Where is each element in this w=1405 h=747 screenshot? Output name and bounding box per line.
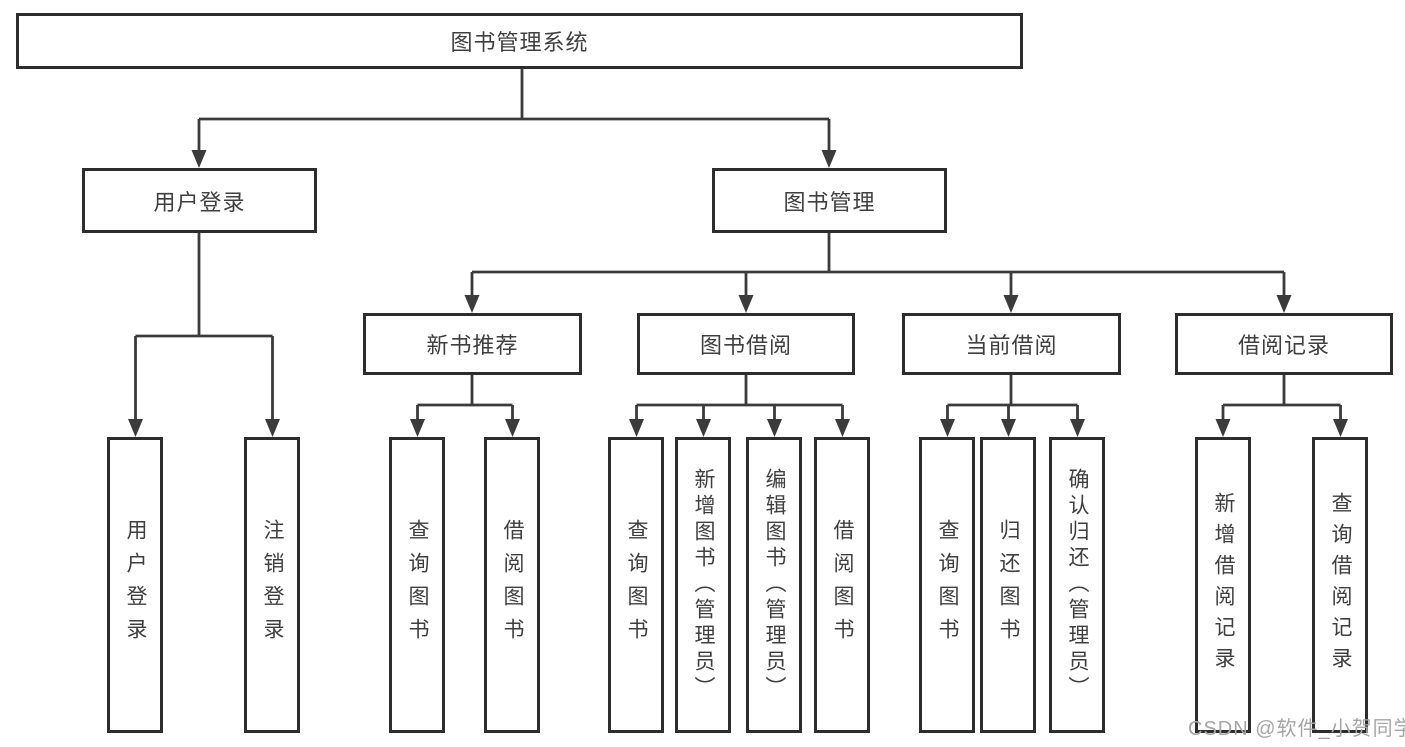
watermark: CSDN @软件_小贺同学 (1188, 718, 1405, 740)
leaf-query-books-current: 查询图书 (919, 437, 975, 733)
node-new-book-recommend: 新书推荐 (363, 313, 582, 375)
leaf-edit-book-admin: 编辑图书（管理员） (746, 437, 802, 733)
leaf-query-books-recommend: 查询图书 (389, 437, 445, 733)
node-current-borrowing: 当前借阅 (902, 313, 1121, 375)
node-borrowing-records: 借阅记录 (1175, 313, 1393, 375)
leaf-add-book-admin: 新增图书（管理员） (675, 437, 731, 733)
leaf-query-borrow-record: 查询借阅记录 (1312, 437, 1368, 733)
leaf-confirm-return-admin: 确认归还（管理员） (1049, 437, 1105, 733)
leaf-add-borrow-record: 新增借阅记录 (1195, 437, 1251, 733)
node-book-borrowing: 图书借阅 (637, 313, 855, 375)
node-user-login: 用户登录 (82, 168, 317, 233)
leaf-user-login: 用户登录 (107, 437, 163, 733)
leaf-return-book: 归还图书 (980, 437, 1036, 733)
leaf-query-books-borrowing: 查询图书 (608, 437, 664, 733)
node-book-management: 图书管理 (712, 168, 947, 233)
leaf-borrow-books-recommend: 借阅图书 (484, 437, 540, 733)
node-library-system: 图书管理系统 (16, 13, 1023, 69)
leaf-borrow-books-borrowing: 借阅图书 (814, 437, 870, 733)
leaf-logout: 注销登录 (244, 437, 300, 733)
